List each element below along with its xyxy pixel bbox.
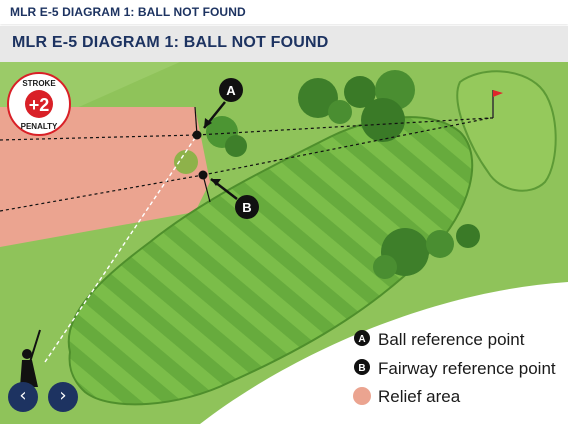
course-diagram: A B STROKE +2 PENALTY A Ball reference p… (0, 62, 568, 424)
page-title: MLR E-5 DIAGRAM 1: BALL NOT FOUND (10, 5, 246, 19)
badge-top-text: STROKE (22, 79, 56, 88)
diagram-header: MLR E-5 DIAGRAM 1: BALL NOT FOUND (0, 26, 568, 62)
tree-cluster-a (174, 116, 247, 174)
relief-edges (194, 106, 211, 203)
marker-a-label: A (226, 83, 236, 98)
marker-a (219, 78, 243, 102)
stroke-penalty-badge: STROKE +2 PENALTY (7, 72, 71, 136)
white-area (200, 282, 568, 424)
legend-b-key-label: B (358, 363, 365, 374)
legend-b-label: Fairway reference point (378, 359, 556, 378)
next-button[interactable]: › (48, 382, 78, 412)
top-bar: MLR E-5 DIAGRAM 1: BALL NOT FOUND (0, 0, 568, 24)
marker-b-arrowhead (211, 179, 221, 186)
ball-reference-point (192, 130, 202, 140)
legend-a-key (354, 330, 370, 346)
badge-bottom-text: PENALTY (21, 122, 58, 131)
shot-line (44, 134, 198, 363)
tree-cluster-right (373, 224, 480, 279)
golfer-icon (20, 329, 41, 402)
fairway (67, 116, 474, 406)
tree-cluster-top (298, 70, 415, 142)
legend-relief-label: Relief area (378, 387, 461, 406)
legend-a-key-label: A (358, 334, 365, 345)
legend: A Ball reference point B Fairway referen… (353, 330, 556, 406)
marker-b-label: B (242, 200, 251, 215)
relief-area (0, 107, 210, 247)
diagram-title: MLR E-5 DIAGRAM 1: BALL NOT FOUND (12, 34, 329, 51)
flag-icon (492, 90, 503, 118)
legend-b-key (354, 359, 370, 375)
prev-button[interactable]: ‹ (8, 382, 38, 412)
putting-green (456, 70, 557, 192)
badge-value: +2 (29, 95, 50, 115)
reference-lines (0, 117, 493, 212)
fairway-reference-point (198, 170, 208, 180)
legend-a-label: Ball reference point (378, 330, 525, 349)
marker-b (235, 195, 259, 219)
marker-a-arrowhead (204, 118, 212, 128)
legend-relief-swatch (353, 387, 371, 405)
